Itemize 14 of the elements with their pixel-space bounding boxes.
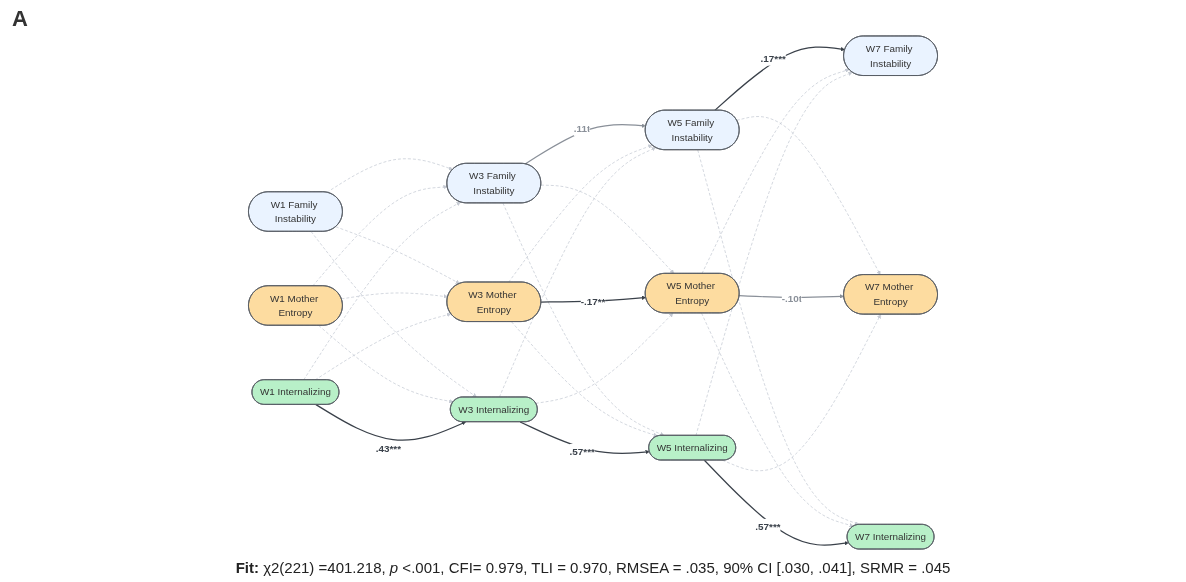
edge-label: -.17** <box>580 296 606 308</box>
edge-label: .17*** <box>760 52 786 64</box>
arrow <box>524 123 647 165</box>
edge-label: .43*** <box>375 443 401 455</box>
edge-label: .57*** <box>569 445 595 457</box>
arrow <box>738 294 845 299</box>
panel-letter: A <box>12 6 28 32</box>
edge-label: -.10t <box>781 292 803 304</box>
edge-label: .11t <box>573 123 591 134</box>
arrow <box>703 459 849 546</box>
arrow <box>315 404 466 441</box>
arrow <box>714 46 846 111</box>
caption: Fit: χ2(221) =401.218, p <.001, CFI= 0.979, TLI = 0.970, RMSEA = .035, 90% CI [.030, .041], SRMR = .045 <box>235 559 951 576</box>
edge-label: .57*** <box>755 520 781 532</box>
